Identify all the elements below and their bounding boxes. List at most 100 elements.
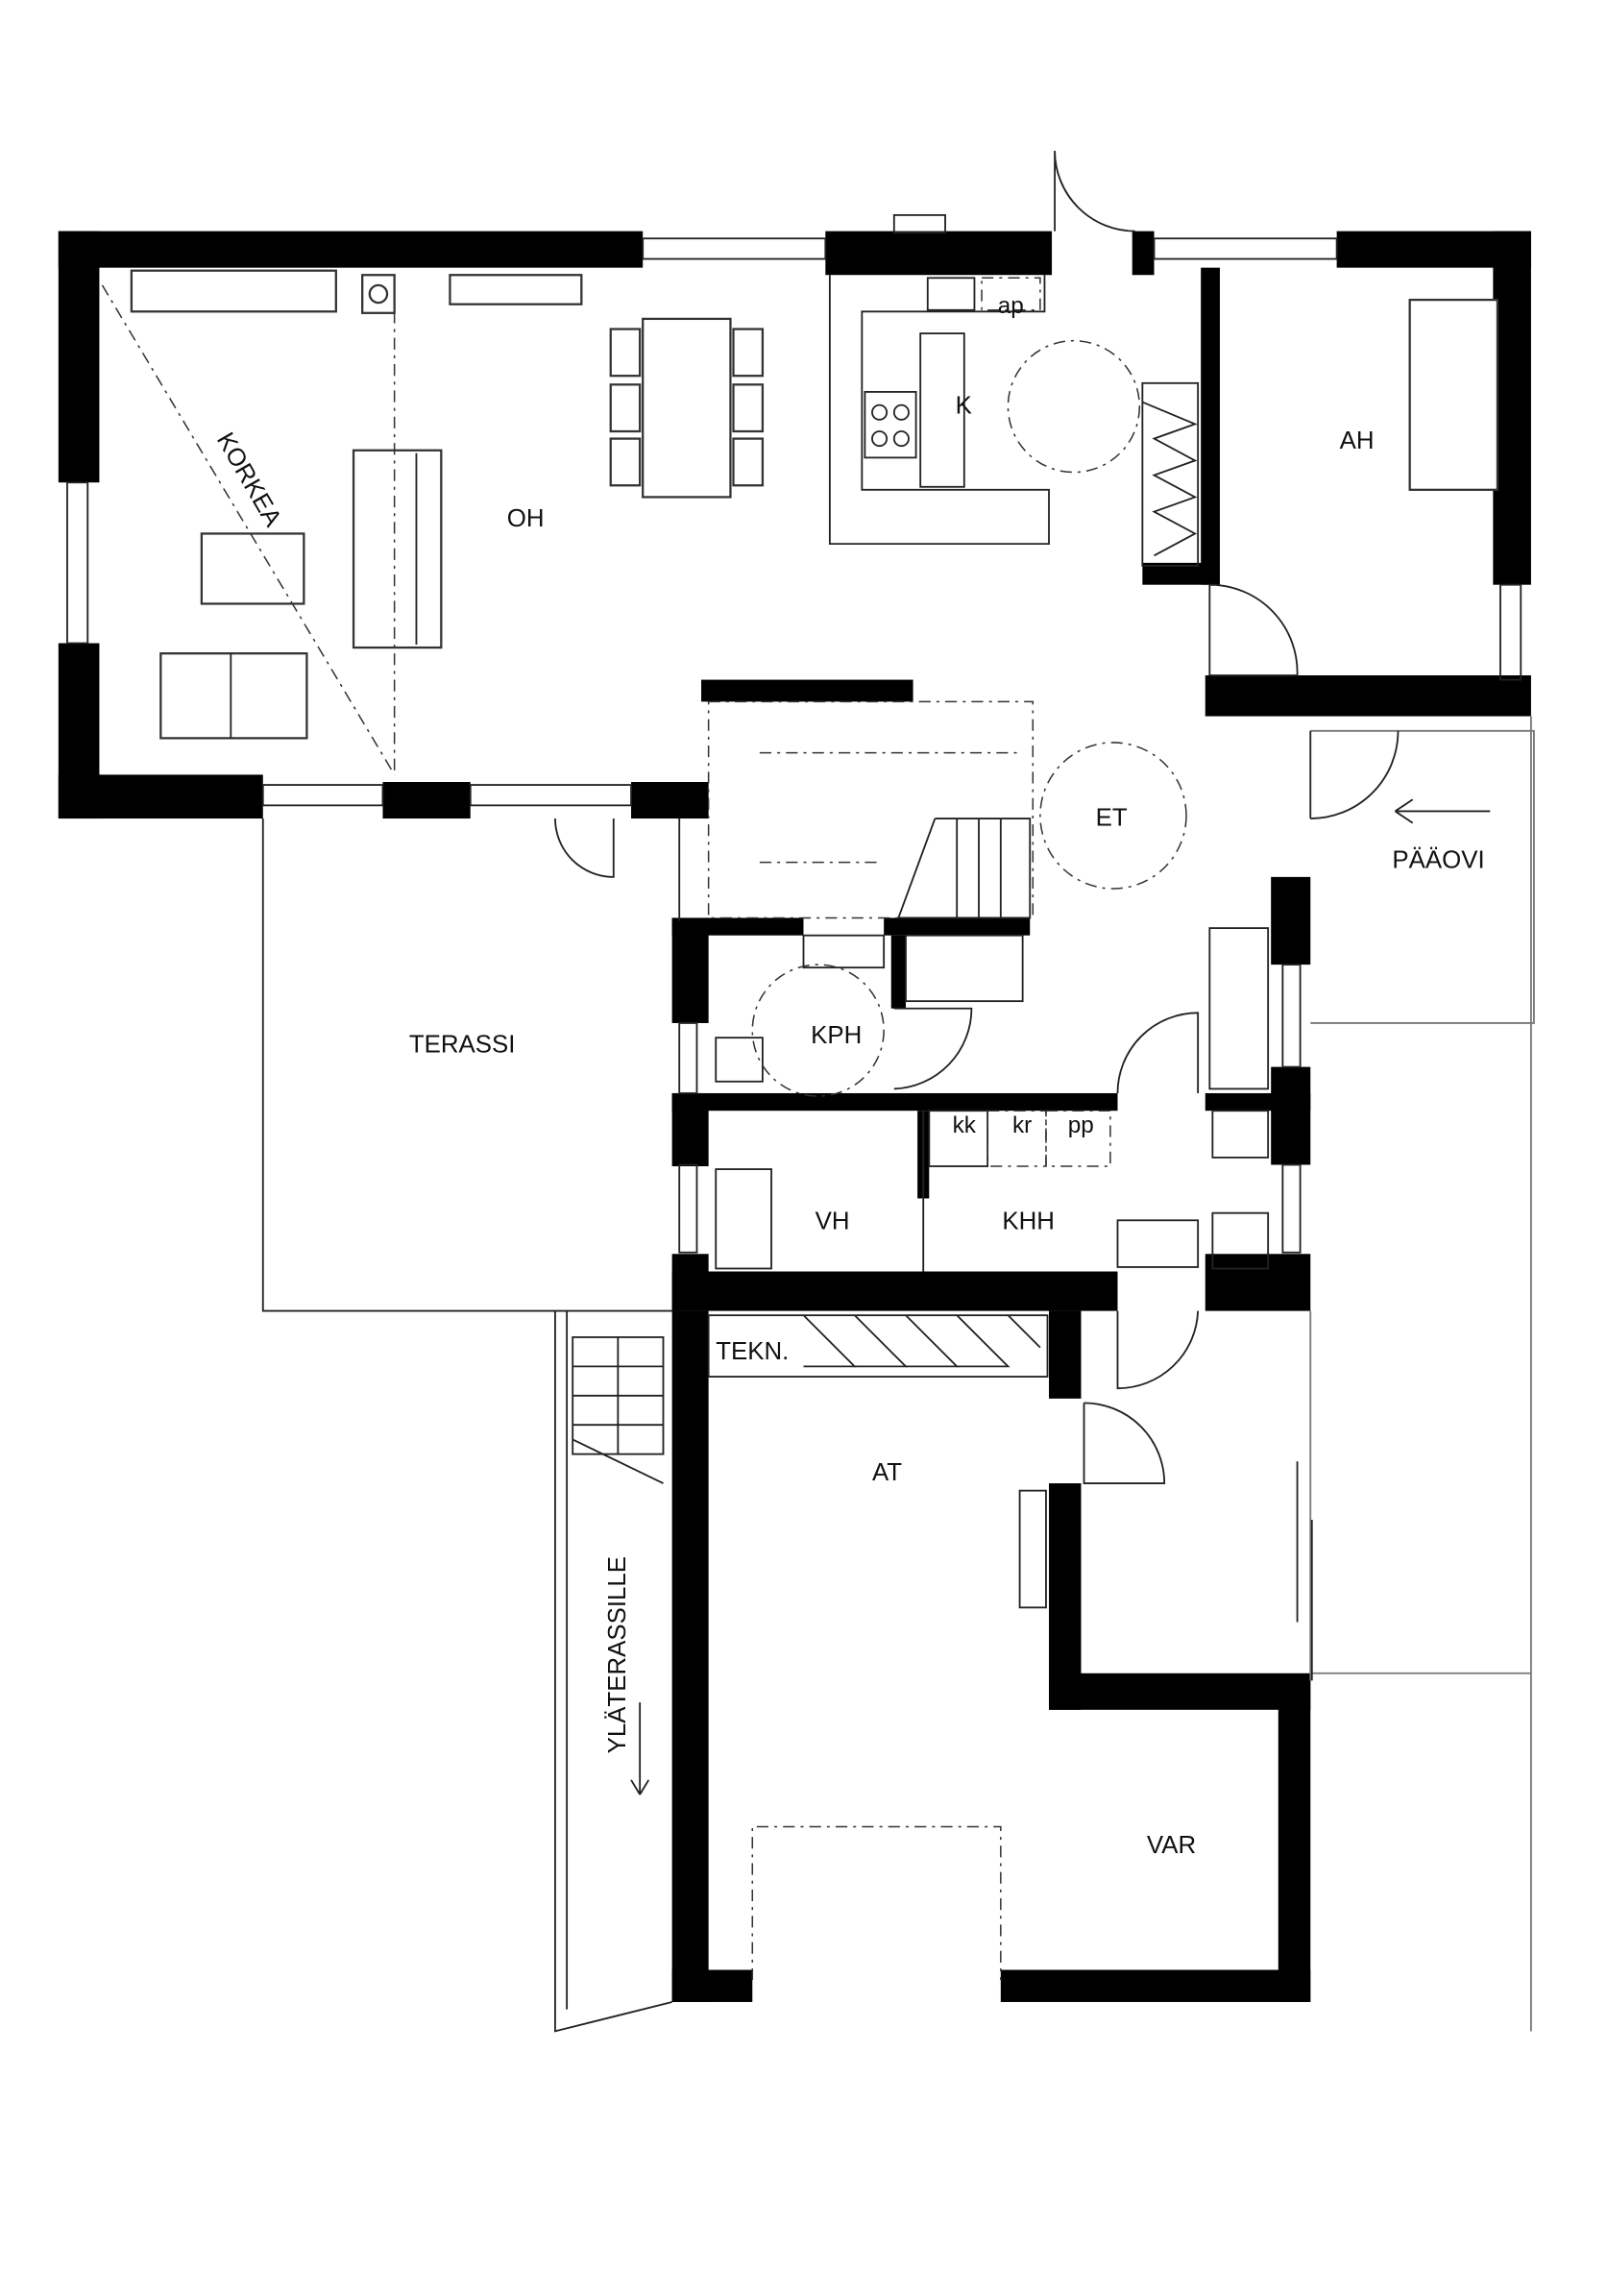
walls	[58, 231, 1531, 2002]
room-label-ah: AH	[1340, 427, 1375, 454]
wall-segment	[884, 917, 1031, 936]
fixture-label-kr: kr	[1012, 1112, 1032, 1138]
door-swing-main	[1054, 150, 1135, 232]
stove	[864, 391, 917, 459]
sofa	[352, 449, 443, 649]
chair	[609, 383, 642, 433]
fixture-label-ap: ap	[998, 293, 1024, 319]
terrace-outline	[261, 818, 672, 1312]
staircase	[707, 700, 1035, 919]
bed	[1408, 298, 1499, 491]
chair	[732, 383, 765, 433]
wall-segment	[382, 782, 471, 819]
staircase-lower	[897, 818, 1032, 919]
chimney	[892, 213, 946, 234]
chair	[609, 328, 642, 378]
window	[642, 237, 827, 260]
wall-segment	[1205, 1092, 1311, 1111]
entry-canopy	[1310, 729, 1535, 1024]
fixture-label-kk: kk	[953, 1112, 977, 1138]
fixture-label-pp: pp	[1068, 1112, 1094, 1138]
thin-lines	[66, 150, 1535, 2033]
window	[1499, 583, 1522, 681]
door-swing-terrace	[554, 818, 615, 878]
wall-segment	[1049, 1673, 1311, 1710]
sofa-small	[159, 652, 308, 740]
entry-arrow-icon	[1394, 798, 1491, 824]
stove-burner	[871, 403, 889, 421]
chair	[732, 328, 765, 378]
turning-circle-k	[1007, 339, 1141, 474]
wall-segment	[58, 231, 644, 268]
closet	[1141, 381, 1200, 567]
sink	[926, 277, 976, 311]
wall-segment	[1049, 1483, 1082, 1710]
door-swing-paaovi	[1309, 730, 1400, 819]
chair	[732, 437, 765, 487]
drying-cabinet	[1116, 1219, 1200, 1268]
khh-sink	[1211, 1211, 1270, 1270]
vh-bench	[715, 1168, 772, 1270]
door-swing-khh	[1116, 1310, 1200, 1390]
window	[678, 1163, 698, 1254]
fireplace-flue	[368, 283, 389, 305]
wall-segment	[1278, 1680, 1311, 2002]
door-swing-et	[1116, 1012, 1200, 1093]
dishwasher	[981, 277, 1041, 311]
armchair	[200, 532, 305, 605]
dining-table	[642, 317, 732, 499]
wall-segment	[671, 1310, 709, 2002]
wall-segment	[701, 679, 913, 702]
room-label-terassi: TERASSI	[409, 1031, 516, 1058]
wall-segment	[1132, 231, 1155, 276]
wall-segment	[1201, 267, 1220, 585]
closet-doors	[1141, 401, 1198, 557]
wall-segment	[58, 774, 263, 819]
wall-segment	[1205, 674, 1531, 717]
turning-circle-et	[1039, 742, 1187, 890]
label-ylaterassille: YLÄTERASSILLE	[604, 1556, 631, 1753]
toilet	[715, 1037, 764, 1083]
room-label-paaovi: PÄÄOVI	[1392, 847, 1484, 874]
fixture-box	[928, 1110, 989, 1167]
door-swing-at	[1083, 1402, 1166, 1484]
room-label-vh: VH	[816, 1208, 850, 1234]
window	[1281, 1163, 1302, 1254]
window	[66, 481, 89, 645]
wall-segment	[890, 935, 906, 1009]
fireplace-bench	[130, 269, 337, 313]
wall-segment	[1049, 1310, 1082, 1399]
outdoor-stairs	[572, 1336, 665, 1484]
upper-terrace-stair-outline	[554, 1310, 672, 2033]
room-label-kph: KPH	[811, 1022, 862, 1049]
washbasin	[802, 934, 886, 969]
room-label-k: K	[956, 393, 972, 420]
wall-segment	[825, 231, 1053, 276]
wall-segment	[1000, 1969, 1311, 2002]
door-swing-ah	[1208, 583, 1299, 676]
room-label-tekn: TEKN.	[716, 1338, 789, 1365]
wall-segment	[671, 1271, 1118, 1311]
room-label-var: VAR	[1147, 1832, 1196, 1859]
label-korkea: KORKEA	[211, 428, 286, 532]
wall-segment	[58, 231, 100, 483]
car-outline	[751, 1825, 1002, 1981]
window	[469, 784, 632, 807]
down-arrow-icon	[630, 1702, 650, 1795]
tekn-closet-doors	[802, 1314, 857, 1368]
stove-burner	[892, 403, 910, 421]
wall-segment	[671, 1969, 753, 2002]
washer	[1211, 1110, 1270, 1159]
turning-circle-kph	[751, 964, 885, 1097]
wall-segment	[671, 917, 804, 936]
fixture-box	[1045, 1110, 1111, 1167]
wall-segment	[671, 1092, 709, 1167]
window	[1153, 237, 1338, 260]
high-ceiling-line	[101, 284, 396, 775]
stove-burner	[892, 430, 910, 448]
kph-cabinet	[905, 934, 1024, 1003]
wall-segment	[631, 782, 709, 819]
window	[1281, 964, 1302, 1068]
room-label-at: AT	[872, 1459, 902, 1486]
